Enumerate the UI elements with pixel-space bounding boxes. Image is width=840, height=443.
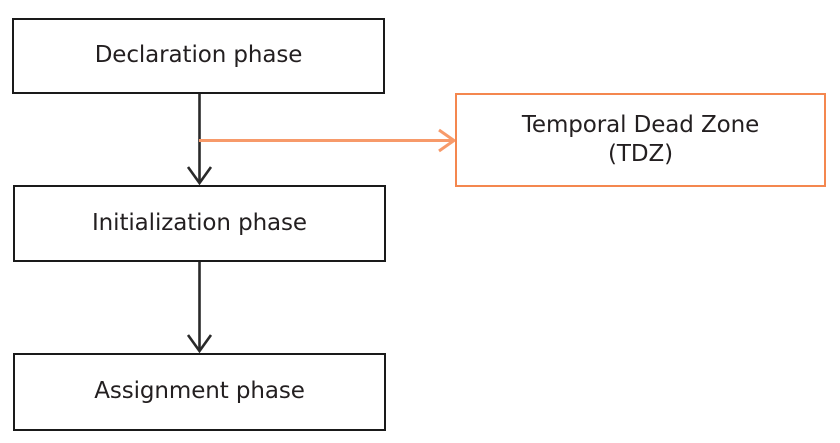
arrowhead-right-icon (438, 128, 457, 153)
node-declaration-phase-label: Declaration phase (94, 42, 303, 69)
node-declaration-phase[interactable]: Declaration phase (12, 18, 385, 94)
node-initialization-phase-label: Initialization phase (92, 209, 307, 236)
node-assignment-phase[interactable]: Assignment phase (13, 353, 386, 431)
node-initialization-phase[interactable]: Initialization phase (13, 185, 386, 262)
connector-branch-to-tdz (199, 128, 457, 153)
arrowhead-down-icon-1 (186, 166, 213, 186)
node-temporal-dead-zone-label: Temporal Dead Zone (TDZ) (521, 111, 760, 167)
arrowhead-down-icon-2 (186, 334, 213, 354)
connector-declaration-to-initialization (186, 94, 213, 186)
node-temporal-dead-zone[interactable]: Temporal Dead Zone (TDZ) (455, 93, 826, 187)
connector-initialization-to-assignment (186, 262, 213, 354)
node-assignment-phase-label: Assignment phase (94, 378, 305, 405)
